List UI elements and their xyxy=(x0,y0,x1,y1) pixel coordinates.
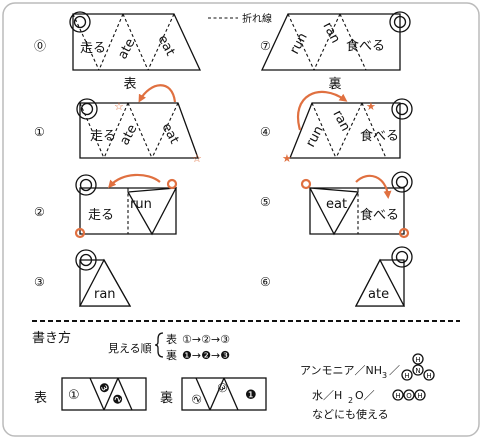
ring-icon xyxy=(76,98,98,120)
ring-icon xyxy=(75,249,97,271)
svg-text:H: H xyxy=(415,356,420,364)
note1-suffix: ／ xyxy=(389,364,400,377)
cell-label: ate xyxy=(368,287,389,302)
svg-text:N: N xyxy=(415,367,420,375)
strip-cell: ❶ xyxy=(245,388,257,403)
note2-prefix: 水／H xyxy=(312,389,342,402)
ring-icon xyxy=(389,11,411,33)
step-6-number: ⑥ xyxy=(260,275,271,289)
step-1-number: ① xyxy=(34,125,45,139)
note2-subscript: 2 xyxy=(348,396,353,405)
cell-label: 走る xyxy=(88,208,114,223)
star-icon: ☆ xyxy=(114,100,124,113)
order-label: 見える順 xyxy=(108,342,152,355)
curved-arrow-icon xyxy=(297,90,348,131)
howto-title: 書き方 xyxy=(32,330,71,346)
step-5-number: ⑤ xyxy=(260,195,271,209)
front-strip-label: 表 xyxy=(34,391,47,406)
step-6: ⑥ ate xyxy=(260,246,413,307)
curved-arrow-icon xyxy=(355,174,392,199)
step-0-number: ⓪ xyxy=(34,39,46,53)
svg-text:O: O xyxy=(406,392,412,400)
note1-subscript: 3 xyxy=(382,371,387,380)
h2o-molecule-icon: H O H xyxy=(392,389,426,401)
svg-text:H: H xyxy=(404,372,409,380)
cell-label: 走る xyxy=(90,129,116,144)
svg-text:H: H xyxy=(395,392,400,400)
nh3-molecule-icon: H N H H xyxy=(401,353,435,381)
curved-arrow-icon xyxy=(138,84,177,103)
cell-label: 食べる xyxy=(360,207,399,223)
howto-section: 書き方 見える順 表 ①→②→③ 裏 ❶→❷→❸ 表 ① ❸ ❷ 裏 ② ③ ❶ xyxy=(32,330,435,421)
ring-icon xyxy=(69,11,91,33)
back-caption: 裏 xyxy=(328,77,341,92)
step-2: ② 走る run xyxy=(34,173,178,239)
cell-label: run xyxy=(130,197,152,212)
strip-cell: ① xyxy=(68,388,80,403)
star-icon: ★ xyxy=(366,100,376,113)
front-order-sequence: ①→②→③ xyxy=(182,333,230,346)
star-icon: ☆ xyxy=(192,152,202,165)
ammonia-note: アンモニア／NH 3 ／ H N H H xyxy=(300,353,435,381)
step-4: ④ run ran 食べる ★ ★ xyxy=(260,90,413,165)
fold-line-label: 折れ線 xyxy=(242,12,272,25)
step-3-number: ③ xyxy=(34,275,45,289)
note3: などにも使える xyxy=(312,408,389,421)
cell-label: 走る xyxy=(80,41,106,56)
fold-line-legend: 折れ線 xyxy=(208,12,272,25)
cell-label: eat xyxy=(326,197,347,212)
step-7-number: ⑦ xyxy=(260,39,271,53)
step-3: ③ ran xyxy=(34,249,132,307)
star-icon: ★ xyxy=(282,152,292,165)
water-note: 水／H 2 O／ H O H xyxy=(312,389,426,405)
step-0: ⓪ 走る ate eat 表 xyxy=(34,11,202,92)
note1-prefix: アンモニア／NH xyxy=(300,364,382,377)
step-5: ⑤ eat 食べる xyxy=(260,171,413,239)
ring-icon xyxy=(75,174,97,196)
ring-icon xyxy=(391,171,413,193)
note2-suffix: O／ xyxy=(355,389,375,402)
back-strip: ② ③ ❶ xyxy=(181,377,267,411)
ring-icon xyxy=(391,246,413,268)
ring-icon xyxy=(391,98,413,120)
front-strip: ① ❸ ❷ xyxy=(61,377,147,411)
svg-text:H: H xyxy=(426,372,431,380)
front-caption: 表 xyxy=(123,77,136,92)
cell-label: ran xyxy=(94,287,116,302)
back-strip-label: 裏 xyxy=(160,391,173,406)
step-1: ① 走る ate eat ☆ ☆ xyxy=(34,84,202,165)
step-7: ⑦ run ran 食べる 裏 xyxy=(260,11,411,92)
cell-label: 食べる xyxy=(360,128,399,144)
front-order-label: 表 xyxy=(166,332,177,346)
back-order-label: 裏 xyxy=(166,348,177,362)
step-2-number: ② xyxy=(34,205,45,219)
cell-label: 食べる xyxy=(346,38,385,54)
step-4-number: ④ xyxy=(260,125,271,139)
back-order-sequence: ❶→❷→❸ xyxy=(182,349,230,362)
curved-arrow-icon xyxy=(108,173,161,189)
svg-text:H: H xyxy=(417,392,422,400)
